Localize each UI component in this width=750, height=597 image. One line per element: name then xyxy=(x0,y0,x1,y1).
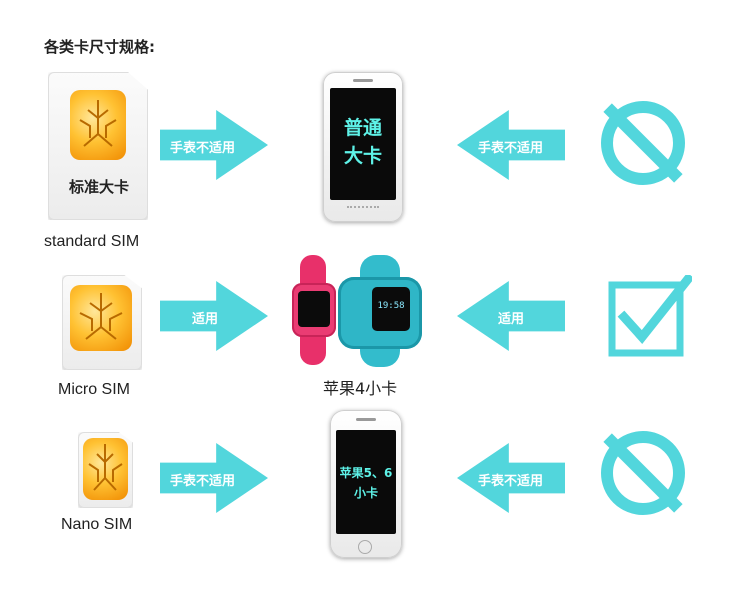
arrow-label-row2-right: 适用 xyxy=(498,312,525,327)
phone-iphone: 苹果5、6 小卡 xyxy=(330,410,402,558)
arrow-label-row1-right: 手表不适用 xyxy=(478,141,544,156)
micro-sim-card xyxy=(62,275,142,370)
nano-sim-card xyxy=(78,432,133,508)
sim-chip-icon xyxy=(70,285,132,351)
page-title: 各类卡尺寸规格: xyxy=(44,38,155,56)
arrow-label-row3-right: 手表不适用 xyxy=(478,474,544,489)
phone-android: 普通 大卡 xyxy=(323,72,403,222)
pink-watch-face xyxy=(292,283,336,337)
nano-sim-label: Nano SIM xyxy=(61,516,133,533)
phone-buttons xyxy=(347,206,379,212)
phone-screen: 苹果5、6 小卡 xyxy=(336,430,396,534)
phone-speaker xyxy=(356,418,376,421)
home-button xyxy=(358,540,372,554)
phone-screen-line2: 小卡 xyxy=(353,486,378,500)
sim-chip-icon xyxy=(70,90,126,160)
device-caption-row2: 苹果4小卡 xyxy=(323,379,398,398)
standard-sim-label: standard SIM xyxy=(44,233,140,250)
micro-sim-label: Micro SIM xyxy=(58,381,130,398)
prohibited-icon xyxy=(601,101,685,185)
sim-chip-icon xyxy=(83,438,128,500)
phone-screen-line1: 普通 xyxy=(343,117,382,139)
arrow-label-row2-left: 适用 xyxy=(192,312,219,327)
watch-screen-time: 19:58 xyxy=(377,301,405,311)
standard-sim-caption: 标准大卡 xyxy=(68,178,129,196)
kids-smartwatch-pair: 19:58 xyxy=(290,255,440,370)
phone-screen: 普通 大卡 xyxy=(330,88,396,200)
arrow-label-row3-left: 手表不适用 xyxy=(170,474,236,489)
phone-screen-line1: 苹果5、6 xyxy=(339,466,393,480)
phone-speaker xyxy=(353,79,373,82)
standard-sim-card xyxy=(48,72,148,220)
blue-watch-face: 19:58 xyxy=(338,277,422,349)
phone-screen-line2: 大卡 xyxy=(343,145,382,167)
checkbox-checked-icon xyxy=(608,272,695,359)
arrow-label-row1-left: 手表不适用 xyxy=(170,141,236,156)
prohibited-icon xyxy=(601,431,685,515)
